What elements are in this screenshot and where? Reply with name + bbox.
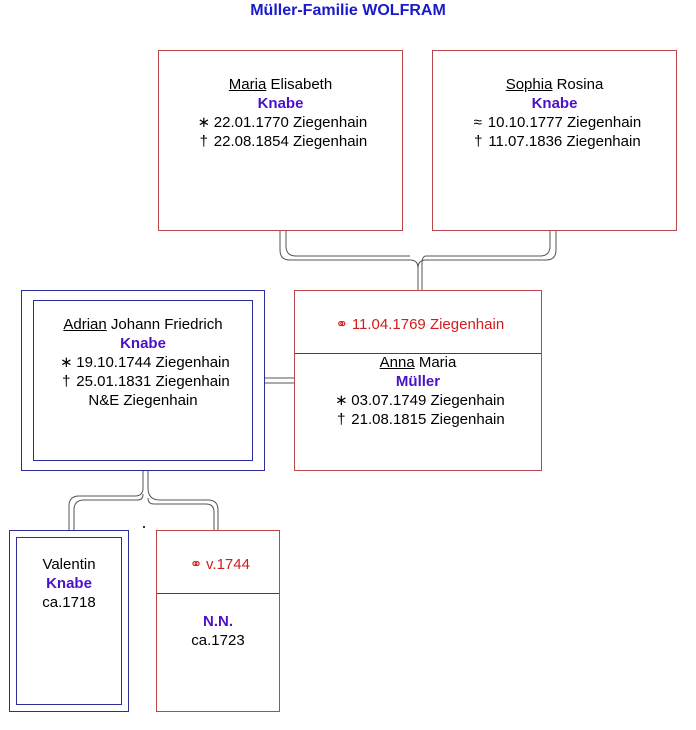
person-box-nn[interactable]: ⚭v.1744 N.N. ca.1723 — [156, 530, 280, 712]
person-box-maria-elisabeth[interactable]: Maria Elisabeth Knabe ∗22.01.1770 Ziegen… — [158, 50, 403, 231]
surname: Müller — [395, 373, 441, 390]
surname: Knabe — [120, 335, 166, 352]
person-name: Sophia Rosina — [433, 75, 676, 94]
baptism-date: 10.10.1777 Ziegenhain — [487, 114, 642, 131]
person-name: Adrian Johann Friedrich — [22, 315, 264, 334]
given-name-underlined: Adrian — [63, 316, 107, 333]
divider — [157, 593, 279, 594]
given-name-rest: Rosina — [552, 76, 604, 93]
inner-frame — [33, 300, 253, 461]
given-name-underlined: Sophia — [505, 76, 553, 93]
death-date: 21.08.1815 Ziegenhain — [351, 411, 505, 428]
birth-icon: ∗ — [334, 392, 348, 409]
death-icon: † — [62, 373, 71, 390]
birth-date: 19.10.1744 Ziegenhain — [76, 354, 230, 371]
death-icon: † — [474, 133, 483, 150]
birth-icon: ∗ — [197, 114, 211, 131]
given-name-rest: Maria — [414, 354, 457, 371]
death-date: 25.01.1831 Ziegenhain — [76, 373, 230, 390]
inner-frame — [16, 537, 122, 705]
person-name: Anna Maria — [295, 353, 541, 372]
surname: Knabe — [257, 95, 304, 112]
birth-date: 22.01.1770 Ziegenhain — [213, 114, 368, 131]
birth-date: 03.07.1749 Ziegenhain — [351, 392, 505, 409]
given-name-rest: Elisabeth — [266, 76, 333, 93]
marriage-icon: ⚭ — [335, 316, 349, 333]
birth-date: ca.1718 — [42, 594, 96, 611]
chart-title: Müller-Familie WOLFRAM — [250, 2, 446, 19]
surname: N.N. — [203, 613, 233, 630]
person-name: Maria Elisabeth — [159, 75, 402, 94]
marriage-icon: ⚭ — [189, 556, 203, 573]
person-box-sophia-rosina[interactable]: Sophia Rosina Knabe ≈10.10.1777 Ziegenha… — [432, 50, 677, 231]
death-date: 11.07.1836 Ziegenhain — [488, 133, 641, 150]
marriage-date: 11.04.1769 Ziegenhain — [351, 316, 505, 333]
person-box-anna-maria[interactable]: ⚭11.04.1769 Ziegenhain Anna Maria Müller… — [294, 290, 542, 471]
surname: Knabe — [531, 95, 578, 112]
note: N&E Ziegenhain — [88, 392, 198, 409]
given-name-underlined: Anna — [379, 354, 415, 371]
birth-date: ca.1723 — [191, 632, 245, 649]
surname: Knabe — [46, 575, 92, 592]
stray-dot — [143, 526, 145, 528]
birth-icon: ∗ — [59, 354, 73, 371]
baptism-icon: ≈ — [473, 114, 482, 131]
death-icon: † — [337, 411, 346, 428]
death-date: 22.08.1854 Ziegenhain — [213, 133, 368, 150]
person-box-valentin[interactable]: Valentin Knabe ca.1718 — [9, 530, 129, 712]
given-name-rest: Johann Friedrich — [106, 316, 223, 333]
marriage-date: v.1744 — [206, 556, 250, 573]
death-icon: † — [199, 133, 208, 150]
divider — [295, 353, 541, 354]
person-box-adrian-johann-friedrich[interactable]: Adrian Johann Friedrich Knabe ∗19.10.174… — [21, 290, 265, 471]
given-name-underlined: Maria — [228, 76, 267, 93]
given-name: Valentin — [42, 556, 96, 573]
